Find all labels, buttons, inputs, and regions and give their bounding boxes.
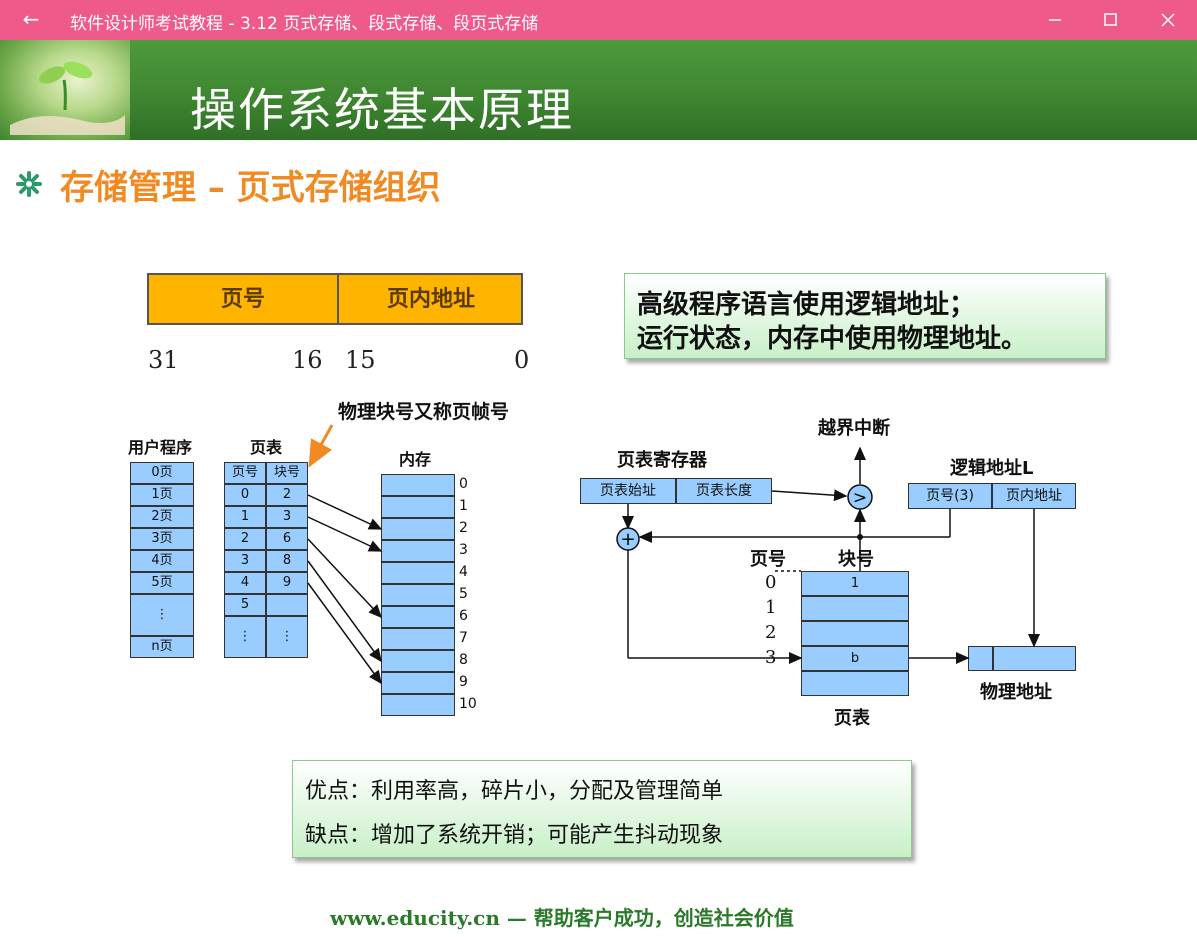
diagram-connectors: + >	[307, 424, 1040, 685]
page-table-label: 页表	[250, 438, 283, 457]
slide-header: 操作系统基本原理	[0, 40, 1197, 140]
seedling-hand-image	[0, 40, 130, 140]
register-start-field: 页表始址	[580, 478, 676, 504]
page-table-header: 页号	[224, 462, 266, 484]
page-table-entry	[801, 671, 909, 696]
slide-subtitle: 存储管理 – 页式存储组织	[60, 168, 441, 208]
memory-index: 8	[459, 652, 468, 668]
window-titlebar: ← 软件设计师考试教程 - 3.12 页式存储、段式存储、段页式存储	[0, 0, 1197, 40]
page-table-entry: 1	[801, 571, 909, 596]
page-table-cell: 9	[266, 572, 308, 594]
maximize-button[interactable]	[1096, 6, 1126, 34]
footer-slogan: www.educity.cn — 帮助客户成功，创造社会价值	[330, 906, 794, 930]
physical-address-label: 物理地址	[980, 682, 1052, 703]
window-title: 软件设计师考试教程 - 3.12 页式存储、段式存储、段页式存储	[70, 14, 539, 34]
memory-index: 7	[459, 630, 468, 646]
memory-index: 10	[459, 696, 477, 712]
page-table-cell: 4	[224, 572, 266, 594]
block-no-label: 块号	[838, 549, 874, 570]
address-format-bar: 页号 页内地址	[147, 273, 523, 325]
address-note-box: 高级程序语言使用逻辑地址； 运行状态，内存中使用物理地址。	[624, 273, 1106, 359]
register-length-field: 页表长度	[676, 478, 772, 504]
memory-block	[381, 496, 455, 518]
page-table-cell	[266, 594, 308, 616]
memory-block	[381, 694, 455, 716]
memory-index: 5	[459, 586, 468, 602]
page-no-label: 页号	[750, 549, 786, 570]
page-table-cell: 6	[266, 528, 308, 550]
user-page-cell: ⋮	[130, 594, 194, 636]
cons-text: 缺点：增加了系统开销；可能产生抖动现象	[305, 823, 724, 848]
logical-offset-field: 页内地址	[992, 483, 1076, 509]
user-page-cell: 1页	[130, 484, 194, 506]
memory-block	[381, 562, 455, 584]
memory-block	[381, 584, 455, 606]
note-line-2: 运行状态，内存中使用物理地址。	[637, 324, 1028, 354]
page-number-field: 页号	[149, 275, 339, 323]
memory-index: 4	[459, 564, 468, 580]
page-table-cell: 3	[224, 550, 266, 572]
bit-label: 31	[148, 346, 179, 374]
page-table-cell: 8	[266, 550, 308, 572]
memory-index: 0	[459, 476, 468, 492]
bit-label: 15	[345, 346, 376, 374]
page-table-register-label: 页表寄存器	[617, 450, 707, 471]
note-line-1: 高级程序语言使用逻辑地址；	[637, 290, 976, 320]
memory-index: 9	[459, 674, 468, 690]
memory-block	[381, 628, 455, 650]
user-program-label: 用户程序	[128, 438, 193, 457]
page-table-cell: 1	[224, 506, 266, 528]
user-page-cell: n页	[130, 636, 194, 658]
close-icon	[1161, 13, 1175, 27]
page-table-cell: 5	[224, 594, 266, 616]
bit-label: 16	[292, 346, 323, 374]
minimize-icon	[1049, 19, 1061, 21]
page-table-entry	[801, 621, 909, 646]
pros-text: 优点：利用率高，碎片小，分配及管理简单	[305, 779, 724, 804]
user-page-cell: 5页	[130, 572, 194, 594]
memory-label: 内存	[399, 450, 432, 469]
page-table-cell: 0	[224, 484, 266, 506]
page-table-cell: 2	[266, 484, 308, 506]
logical-page-field: 页号(3)	[908, 483, 992, 509]
interrupt-label: 越界中断	[818, 418, 890, 439]
pros-cons-box: 优点：利用率高，碎片小，分配及管理简单 缺点：增加了系统开销；可能产生抖动现象	[292, 760, 912, 858]
page-offset-field: 页内地址	[386, 286, 475, 312]
page-table-entry: b	[801, 646, 909, 671]
page-index: 0	[765, 572, 777, 593]
adder-circle	[616, 527, 640, 551]
logical-address-label: 逻辑地址L	[950, 458, 1034, 479]
page-table-header: 块号	[266, 462, 308, 484]
slide: 操作系统基本原理 存储管理 – 页式存储组织 页号 页内地址 31 16 15 …	[0, 40, 1197, 937]
user-page-cell: 3页	[130, 528, 194, 550]
compare-circle	[847, 484, 873, 510]
minimize-button[interactable]	[1040, 6, 1070, 34]
page-table-cell: 2	[224, 528, 266, 550]
memory-index: 1	[459, 498, 468, 514]
page-index: 2	[765, 622, 777, 643]
user-page-cell: 2页	[130, 506, 194, 528]
memory-block	[381, 474, 455, 496]
bit-label: 0	[514, 346, 530, 374]
back-arrow-icon[interactable]: ←	[22, 7, 40, 31]
user-page-cell: 0页	[130, 462, 194, 484]
page-table-cell: ⋮	[224, 616, 266, 658]
frame-number-annotation: 物理块号又称页帧号	[338, 401, 510, 423]
page-index: 1	[765, 597, 777, 618]
page-table-entry	[801, 596, 909, 621]
memory-index: 2	[459, 520, 468, 536]
maximize-icon	[1104, 13, 1117, 26]
header-title: 操作系统基本原理	[190, 83, 574, 137]
flower-bullet-icon	[16, 171, 42, 197]
memory-index: 6	[459, 608, 468, 624]
page-table-caption: 页表	[834, 708, 870, 729]
adder-symbol: +	[620, 529, 635, 550]
user-page-cell: 4页	[130, 550, 194, 572]
compare-symbol: >	[853, 488, 867, 508]
page-table-cell: ⋮	[266, 616, 308, 658]
memory-index: 3	[459, 542, 468, 558]
close-button[interactable]	[1153, 6, 1183, 34]
page-table-cell: 3	[266, 506, 308, 528]
